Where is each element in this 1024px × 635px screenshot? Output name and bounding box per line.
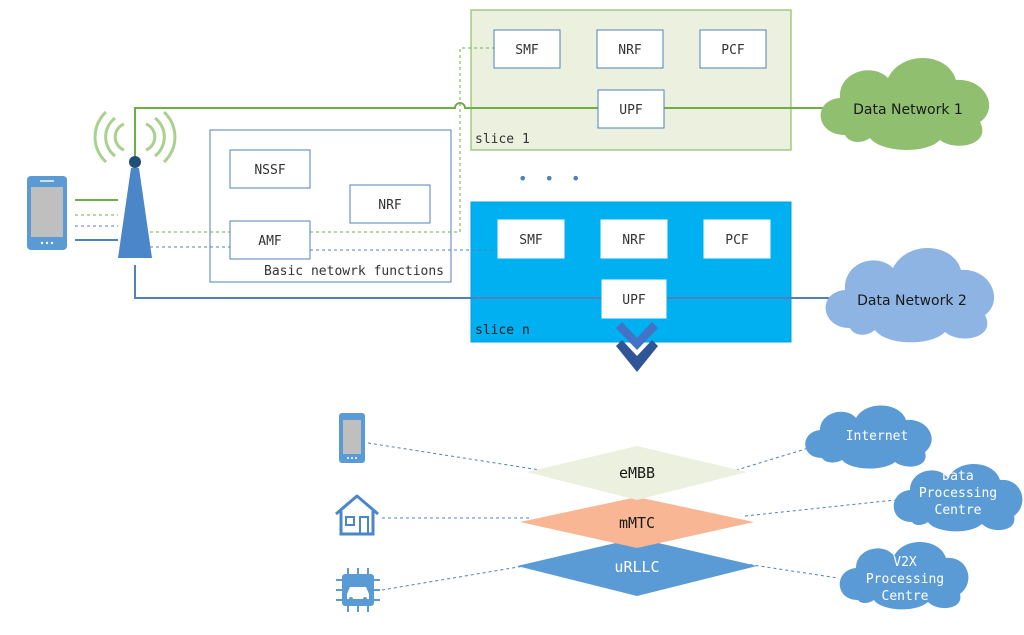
basic-functions-label: Basic netowrk functions [264, 264, 444, 279]
green-control-plane-line [150, 47, 494, 233]
embb-to-internet-link [729, 446, 813, 473]
mmtc-label: mMTC [619, 514, 655, 532]
slice-1-smf: SMF [493, 29, 561, 69]
data-network-1-label: Data Network 1 [853, 102, 963, 118]
amf-label: AMF [258, 234, 282, 249]
phone-to-embb-link [367, 442, 541, 471]
basic-functions-box [209, 129, 452, 283]
slice-n-smf-label: SMF [519, 233, 543, 248]
smartphone-icon-small [339, 413, 365, 463]
urllc-slice-shape: uRLLC [517, 538, 757, 596]
amf-function: AMF [229, 220, 311, 260]
chevron-down-icon [616, 322, 658, 372]
slice-n-label: slice n [475, 323, 530, 338]
v2x-label-line-2: Processing [866, 572, 944, 587]
blue-control-plane-line [150, 246, 498, 251]
basic-nrf-label: NRF [378, 198, 402, 213]
slice-1-smf-label: SMF [515, 43, 539, 58]
mmtc-slice-shape: mMTC [520, 497, 754, 548]
slice-1-pcf: PCF [699, 29, 767, 69]
car-to-urllc-link [381, 564, 531, 591]
slice-n-upf-label: UPF [622, 293, 646, 308]
data-network-2-cloud: Data Network 2 [825, 247, 995, 343]
green-user-plane-line [134, 102, 850, 162]
nssf-function: NSSF [229, 149, 311, 189]
dpc-label-line-1: Data [942, 469, 973, 484]
antenna-tower-icon [93, 110, 177, 258]
v2x-label-line-1: V2X [893, 555, 917, 570]
embb-label: eMBB [619, 464, 655, 482]
nssf-label: NSSF [254, 163, 285, 178]
slice-n-upf: UPF [601, 279, 667, 319]
data-processing-centre-cloud: Data Processing Centre [893, 463, 1023, 532]
slice-1-upf-label: UPF [619, 103, 643, 118]
smart-house-icon [335, 494, 379, 536]
slices-ellipsis: • • • [518, 169, 586, 188]
smartphone-icon [27, 176, 67, 250]
basic-nrf-function: NRF [349, 184, 431, 224]
data-network-2-label: Data Network 2 [857, 293, 967, 309]
embb-slice-shape: eMBB [527, 446, 747, 500]
internet-label: Internet [846, 429, 909, 444]
slice-n-smf: SMF [497, 219, 565, 259]
slice-1-nrf-label: NRF [618, 43, 642, 58]
vehicle-chip-icon [336, 568, 380, 612]
slice-1-nrf: NRF [596, 29, 664, 69]
slice-1-label: slice 1 [475, 132, 530, 147]
v2x-processing-centre-cloud: V2X Processing Centre [839, 541, 969, 610]
slice-n-pcf-label: PCF [725, 233, 749, 248]
slice-1-pcf-label: PCF [721, 43, 745, 58]
mmtc-to-dpc-link [744, 499, 896, 517]
urllc-label: uRLLC [614, 558, 659, 576]
dpc-label-line-3: Centre [935, 503, 982, 518]
slice-n-nrf: NRF [600, 219, 668, 259]
data-network-1-cloud: Data Network 1 [820, 57, 990, 150]
slice-n-nrf-label: NRF [622, 233, 646, 248]
v2x-label-line-3: Centre [882, 589, 929, 604]
slice-1-upf: UPF [597, 89, 665, 129]
dpc-label-line-2: Processing [919, 486, 997, 501]
slice-n-pcf: PCF [703, 219, 771, 259]
blue-user-plane-line [134, 265, 840, 299]
internet-cloud: Internet [805, 405, 932, 469]
